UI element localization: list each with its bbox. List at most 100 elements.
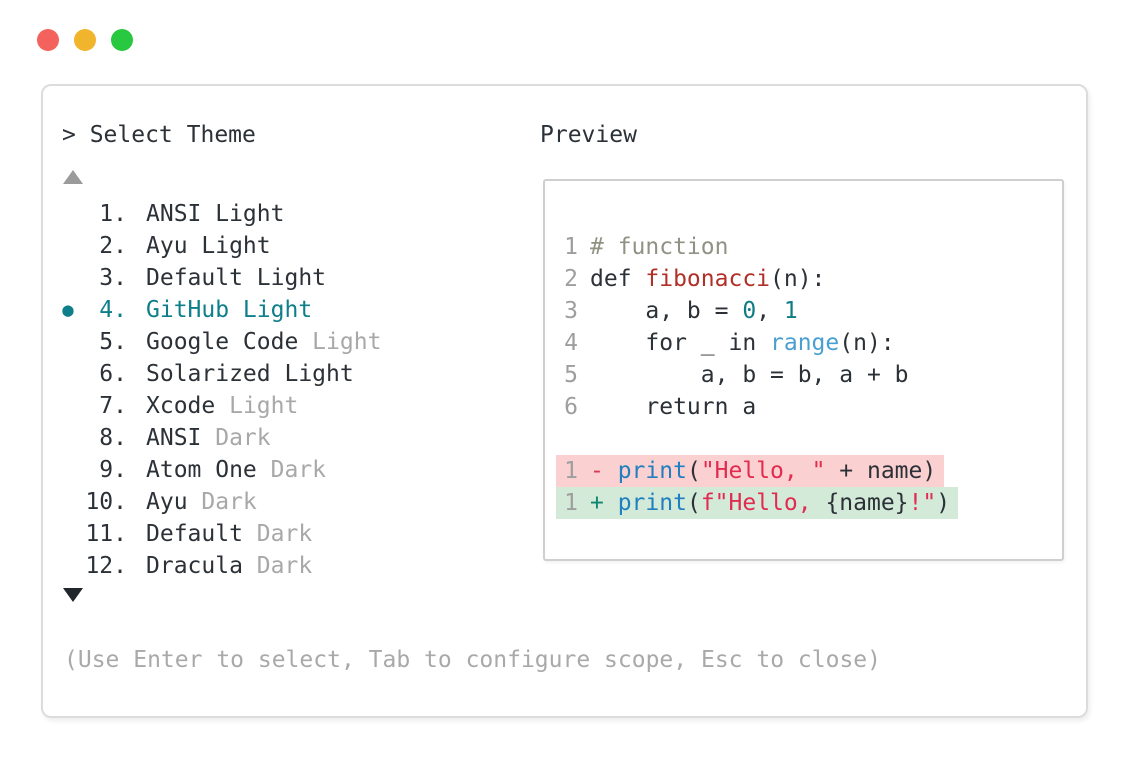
theme-item-number: 7. — [99, 393, 127, 419]
theme-list-item[interactable]: 8. ANSI Dark — [43, 422, 513, 454]
theme-item-label: ANSI Light — [146, 198, 284, 230]
scroll-up-indicator-icon[interactable] — [63, 170, 83, 184]
close-window-button[interactable] — [37, 29, 59, 51]
code-token: return a — [590, 394, 757, 420]
theme-item-label-segment: ANSI — [146, 425, 202, 451]
code-token: ) — [936, 490, 951, 516]
code-token: (n): — [839, 330, 895, 356]
theme-item-number: 11. — [85, 521, 127, 547]
theme-picker-panel: > Select Theme 1. ANSI Light 2. Ayu Light 3.… — [41, 84, 1088, 718]
preview-label: Preview — [540, 122, 637, 148]
code-token: def — [590, 266, 646, 292]
theme-item-label: Default Dark — [146, 518, 312, 550]
theme-list-item[interactable]: 11. Default Dark — [43, 518, 513, 550]
code-token: ( — [686, 458, 701, 484]
theme-list-item[interactable]: 7. Xcode Light — [43, 390, 513, 422]
keyboard-hint-text: (Use Enter to select, Tab to configure s… — [64, 647, 881, 673]
theme-list-item[interactable]: 2. Ayu Light — [43, 230, 513, 262]
theme-item-label-segment: Ayu Light — [146, 233, 271, 259]
theme-item-number: 1. — [99, 201, 127, 227]
theme-item-number: 6. — [99, 361, 127, 387]
code-token: - — [590, 458, 618, 484]
diff-removed-line: 1- print("Hello, " + name) — [556, 455, 945, 487]
theme-list-item[interactable]: ●4.GitHub Light — [43, 294, 513, 326]
theme-item-label: Dracula Dark — [146, 550, 312, 582]
window-controls — [37, 29, 133, 51]
theme-item-label-segment: Default Light — [146, 265, 327, 291]
line-number: 6 — [564, 394, 578, 420]
code-token: "Hello, " — [700, 458, 826, 484]
line-number: 5 — [564, 362, 578, 388]
line-number: 1 — [564, 490, 578, 516]
code-line: 5 a, b = b, a + b — [545, 359, 958, 391]
code-token: for _ in — [590, 330, 771, 356]
theme-item-label-segment: ANSI Light — [146, 201, 285, 227]
code-line: 1 # function — [545, 231, 958, 263]
code-token: {name} — [825, 490, 909, 516]
theme-item-label: ANSI Dark — [146, 422, 271, 454]
code-token: fibonacci — [645, 266, 771, 292]
theme-item-label-segment: Atom One — [146, 457, 257, 483]
code-token: , — [756, 298, 784, 324]
theme-item-number: 12. — [85, 553, 127, 579]
theme-item-label-segment: Solarized Light — [146, 361, 354, 387]
line-number: 1 — [564, 234, 578, 260]
minimize-window-button[interactable] — [74, 29, 96, 51]
code-token: print — [617, 458, 687, 484]
theme-item-label-segment: Google Code — [146, 329, 299, 355]
select-theme-prompt: > Select Theme — [62, 122, 256, 148]
theme-list-item[interactable]: 10. Ayu Dark — [43, 486, 513, 518]
code-token: ( — [686, 490, 701, 516]
code-token: 1 — [783, 298, 798, 324]
theme-item-number: 9. — [99, 457, 127, 483]
code-token: print — [617, 490, 687, 516]
theme-item-label-segment: Dark — [256, 457, 327, 483]
theme-list-item[interactable]: 5. Google Code Light — [43, 326, 513, 358]
theme-item-number: 2. — [99, 233, 127, 259]
code-line: 4 for _ in range(n): — [545, 327, 958, 359]
code-token: (n): — [770, 266, 826, 292]
theme-item-number: 4. — [99, 297, 127, 323]
theme-item-label-segment: Dark — [187, 489, 257, 515]
code-token: f"Hello, — [700, 490, 826, 516]
diff-added-line: 1+ print(f"Hello, {name}!") — [556, 487, 959, 519]
theme-item-label-segment: Dark — [242, 553, 313, 579]
zoom-window-button[interactable] — [111, 29, 133, 51]
code-token: a, b = b, a + b — [590, 362, 909, 388]
theme-list-item[interactable]: 6. Solarized Light — [43, 358, 513, 390]
line-number: 3 — [564, 298, 578, 324]
code-token: # function — [590, 234, 729, 260]
theme-item-label-segment: Light — [298, 329, 382, 355]
theme-item-label: Solarized Light — [146, 358, 354, 390]
code-token: range — [770, 330, 840, 356]
code-token: !" — [908, 490, 937, 516]
blank-line — [545, 423, 958, 455]
theme-item-label: Xcode Light — [146, 390, 298, 422]
theme-list-item[interactable]: 12. Dracula Dark — [43, 550, 513, 582]
theme-item-label: GitHub Light — [146, 294, 312, 326]
theme-item-label: Atom One Dark — [146, 454, 326, 486]
theme-item-label-segment: GitHub Light — [146, 297, 313, 323]
theme-item-label: Google Code Light — [146, 326, 381, 358]
theme-item-label-segment: Light — [215, 393, 299, 419]
theme-item-number: 8. — [99, 425, 127, 451]
code-token: 0 — [742, 298, 757, 324]
theme-item-number: 10. — [85, 489, 127, 515]
theme-list-item[interactable]: 9. Atom One Dark — [43, 454, 513, 486]
theme-list-item[interactable]: 3. Default Light — [43, 262, 513, 294]
scroll-down-indicator-icon[interactable] — [63, 588, 83, 602]
code-line: 3 a, b = 0, 1 — [545, 295, 958, 327]
theme-item-number: 3. — [99, 265, 127, 291]
theme-item-label: Ayu Dark — [146, 486, 257, 518]
theme-item-label-segment: Dark — [201, 425, 271, 451]
code-token: a, b = — [590, 298, 743, 324]
theme-item-number: 5. — [99, 329, 127, 355]
theme-item-label-segment: Dark — [242, 521, 313, 547]
theme-list-item[interactable]: 1. ANSI Light — [43, 198, 513, 230]
line-number: 2 — [564, 266, 578, 292]
code-token: + name) — [825, 458, 937, 484]
line-number: 1 — [564, 458, 578, 484]
